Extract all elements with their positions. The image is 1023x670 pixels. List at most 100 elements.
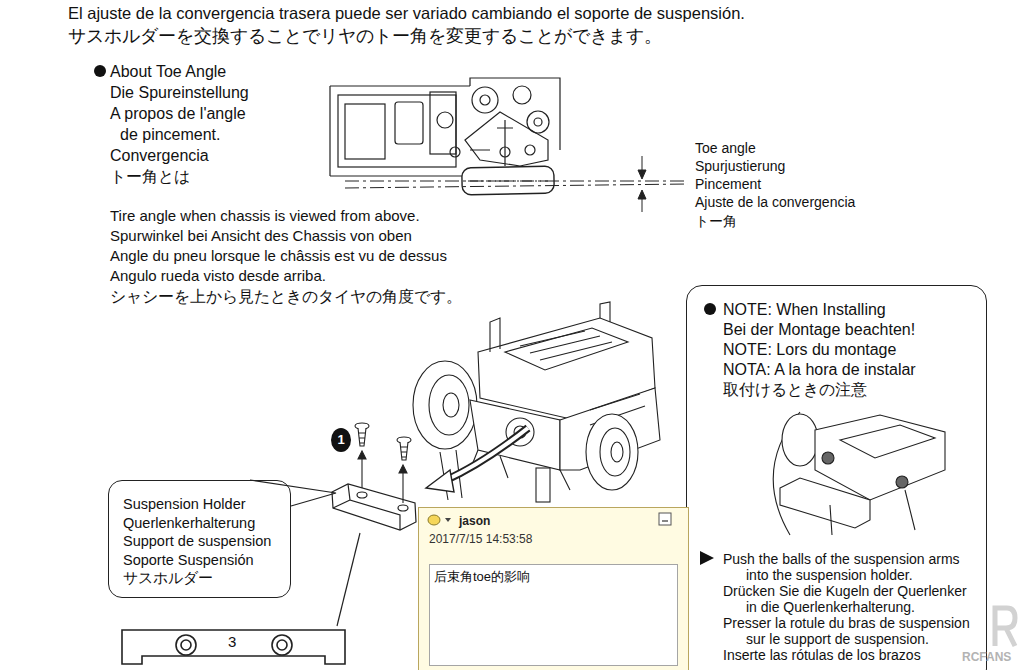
chassis-perspective — [443, 393, 459, 417]
chassis-perspective — [520, 331, 612, 360]
leader-line — [250, 480, 336, 506]
top-view-chassis — [330, 86, 470, 176]
toe-reference-line — [345, 181, 688, 182]
section-heading: トー角とは — [110, 166, 190, 187]
comment-icon — [445, 518, 451, 522]
note-illustration — [896, 476, 908, 488]
screw-removal — [361, 457, 362, 488]
leader-line — [337, 533, 360, 626]
description-text: Tire angle when chassis is viewed from a… — [110, 206, 420, 226]
screw-removal — [358, 428, 366, 446]
part-name: Querlenkerhalterung — [123, 514, 255, 532]
note-illustration — [780, 478, 870, 528]
note-text: NOTE: Lors du montage — [723, 340, 896, 360]
bullet-symbol — [704, 303, 716, 315]
chassis-perspective — [413, 302, 660, 502]
top-view-chassis — [472, 87, 498, 113]
instruction-text: Presser la rotule du bras de suspension … — [723, 615, 978, 647]
chassis-perspective — [536, 468, 550, 502]
note-text: NOTE: When Installing — [723, 300, 886, 320]
chassis-perspective — [490, 302, 610, 352]
top-view-chassis — [395, 102, 423, 144]
comment-icon — [428, 515, 440, 525]
toe-reference-line — [345, 181, 688, 188]
note-illustration — [840, 425, 935, 458]
comment-text-area: 后束角toe的影响 — [429, 564, 678, 666]
bullet-symbol — [94, 65, 106, 77]
instruction-text: Inserte las rótulas de los brazos — [723, 647, 978, 663]
instruction-text: Push the balls of the suspension arms in… — [723, 551, 978, 583]
note-illustration — [773, 412, 945, 535]
part-drawing — [272, 635, 292, 655]
intro-text: El ajuste de la convergencia trasera pue… — [68, 3, 745, 23]
part-drawing — [122, 630, 345, 664]
minimize-button — [659, 513, 671, 525]
part-name: Suspension Holder — [123, 495, 246, 513]
screw-removal — [399, 465, 407, 473]
intro-text: サスホルダーを交換することでリヤのトー角を変更することができます。 — [68, 26, 662, 46]
watermark: RCFANS — [962, 650, 1011, 664]
part-drawing — [181, 640, 191, 650]
note-illustration — [822, 452, 834, 464]
section-heading: About Toe Angle — [110, 61, 226, 82]
top-view-chassis — [430, 92, 456, 154]
note-illustration — [830, 490, 915, 535]
note-text: NOTA: A la hora de instalar — [723, 360, 916, 380]
part-name: Support de suspension — [123, 532, 271, 550]
top-view-chassis — [525, 145, 535, 155]
top-view-chassis — [497, 120, 513, 166]
dimension-label: トー角 — [695, 212, 737, 230]
part-drawing — [122, 630, 345, 664]
chassis-perspective — [586, 414, 638, 490]
tire-top-view — [462, 166, 555, 195]
dimension-label: Spurjustierung — [695, 157, 785, 175]
chassis-perspective — [505, 328, 628, 370]
comment-header: 2017/7/15 14:53:58 — [429, 532, 532, 547]
note-text: 取付けるときの注意 — [723, 380, 867, 400]
note-illustration — [782, 414, 818, 466]
section-heading: Convergencia — [110, 145, 209, 166]
leader-line — [250, 480, 360, 626]
comment-text: 后束角toe的影响 — [434, 568, 530, 585]
description-text: Angulo rueda visto desde arriba. — [110, 266, 326, 286]
removal-arrow — [426, 428, 528, 492]
note-box: NOTE: When InstallingBei der Montage bea… — [686, 285, 987, 670]
bullet-symbol — [700, 551, 714, 565]
removal-arrow — [446, 428, 528, 480]
top-view-chassis — [330, 78, 560, 176]
top-view-chassis — [450, 147, 460, 157]
comment-icon — [428, 515, 451, 525]
description-text: シャシーを上から見たときのタイヤの角度です。 — [110, 287, 462, 307]
toe-angle-arrow — [638, 170, 646, 179]
toe-angle-arrow — [638, 190, 646, 199]
suspension-holder-part — [398, 505, 408, 511]
toe-reference-line — [345, 184, 688, 188]
part-number: 3 — [228, 634, 236, 650]
dimension-label: Pincement — [695, 175, 761, 193]
part-drawing — [277, 640, 287, 650]
instruction-list: Push the balls of the suspension arms in… — [723, 551, 978, 663]
section-heading: A propos de l'angle de pincement. — [110, 103, 260, 145]
comment-header: jason — [459, 514, 490, 529]
bullet-symbol — [94, 65, 716, 565]
section-heading: Die Spureinstellung — [110, 82, 249, 103]
screw-removal — [355, 423, 411, 503]
top-view-chassis — [480, 95, 490, 105]
callout-number-text: 1 — [337, 430, 344, 450]
note-text: Bei der Montage beachten! — [723, 320, 915, 340]
part-drawing — [176, 635, 196, 655]
toe-angle-arrow — [638, 156, 646, 212]
description-text: Angle du pneu lorsque le châssis est vu … — [110, 246, 447, 266]
removal-arrow — [426, 470, 454, 492]
screw-removal — [400, 442, 408, 460]
chassis-perspective — [413, 361, 477, 449]
watermark-logo — [995, 608, 1015, 646]
minimize-button — [662, 520, 668, 521]
watermark-logo — [995, 608, 1015, 646]
top-view-chassis — [513, 86, 531, 104]
callout-box: Suspension HolderQuerlenkerhalterungSupp… — [108, 480, 291, 598]
top-view-chassis — [345, 104, 385, 159]
top-view-chassis — [465, 112, 548, 166]
callout-number: 1 — [331, 428, 351, 452]
